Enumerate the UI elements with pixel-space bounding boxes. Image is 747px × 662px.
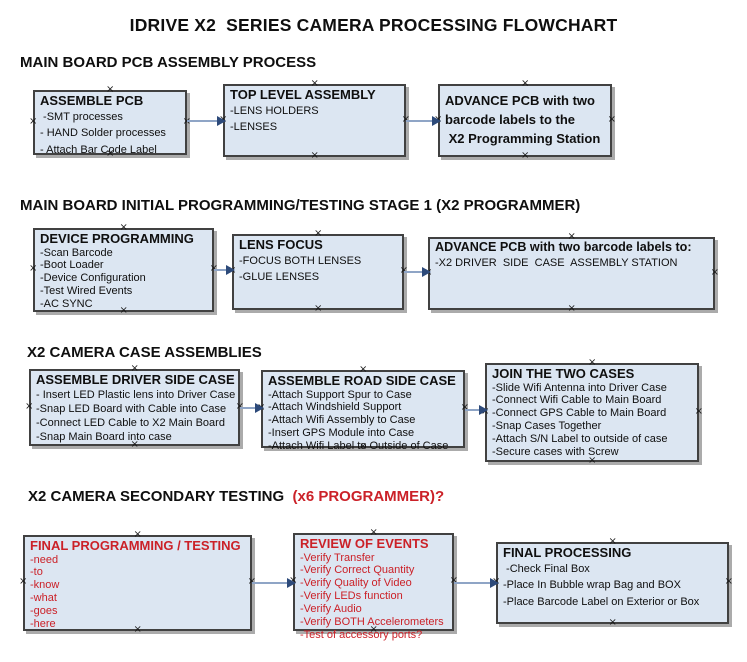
box-item: -Test Wired Events [40,285,133,298]
box-review-of-events: REVIEW OF EVENTS -Verify Transfer -Verif… [289,528,458,641]
box-item: -Check Final Box [503,562,590,575]
flow-arrow-icon [454,578,499,588]
box-item: -what [30,592,57,605]
flow-arrow-icon [214,265,235,275]
box-item: -LENSES [230,121,278,133]
box-item: -Insert GPS Module into Case [268,427,415,440]
box-item: -Snap Cases Together [492,420,602,433]
heading-black-part: X2 CAMERA SECONDARY TESTING [28,488,285,505]
box-lens-focus: LENS FOCUS -FOCUS BOTH LENSES -GLUE LENS… [228,229,408,314]
page-title: IDRIVE X2 SERIES CAMERA PROCESSING FLOWC… [129,15,618,35]
flow-arrow-icon [404,267,431,277]
box-item: -GLUE LENSES [239,271,320,283]
flow-arrow-icon [240,403,264,413]
connection-point-icon: × [694,405,703,417]
box-item: -Verify Quality of Video [300,577,412,590]
connection-point-icon: × [25,400,34,412]
connection-point-icon: × [310,150,319,161]
box-item: -here [30,618,56,631]
box-item: -Verify BOTH Accelerometers [300,616,444,629]
box-item: - Insert LED Plastic lens into Driver Ca… [36,388,236,401]
box-item: -Device Configuration [40,272,146,285]
box-item: -Connect GPS Cable to Main Board [492,407,667,420]
section-heading-secondary-testing: X2 CAMERA SECONDARY TESTING (x6 PROGRAMM… [28,488,444,505]
connection-point-icon: × [314,303,323,314]
flow-arrow-icon [252,578,296,588]
flow-arrow-icon [465,405,488,415]
box-title: ADVANCE PCB with two barcode labels to t… [445,93,601,146]
box-title: REVIEW OF EVENTS [300,536,429,551]
connection-point-icon: × [724,576,733,587]
box-item: -Attach Wifi Label to Outside of Case [268,440,449,453]
section-heading-initial-programming: MAIN BOARD INITIAL PROGRAMMING/TESTING S… [20,197,581,214]
box-item: -Verify Audio [300,603,362,616]
box-item: -goes [30,605,58,618]
box-top-level-assembly: TOP LEVEL ASSEMBLY -LENS HOLDERS -LENSES… [219,79,410,161]
box-advance-pcb-case-assembly: ADVANCE PCB with two barcode labels to: … [424,232,719,314]
box-item: -Place Barcode Label on Exterior or Box [503,595,700,608]
box-item: - HAND Solder processes [40,127,166,139]
box-item: -FOCUS BOTH LENSES [239,254,362,267]
box-item: -Snap LED Board with Cable into Case [36,402,227,415]
connection-point-icon: × [19,576,28,587]
box-final-processing: FINAL PROCESSING -Check Final Box -Place… [492,537,733,628]
box-item: -Snap Main Board into case [36,431,172,444]
box-item: -X2 DRIVER SIDE CASE ASSEMBLY STATION [435,256,678,269]
box-title: ASSEMBLE ROAD SIDE CASE [268,373,456,388]
box-join-the-two-cases: JOIN THE TWO CASES -Slide Wifi Antenna i… [481,358,703,466]
box-item: -Verify Correct Quantity [300,564,415,577]
box-item: -Attach Windshield Support [268,401,402,414]
connection-point-icon: × [29,115,38,127]
box-title: FINAL PROGRAMMING / TESTING [30,538,241,553]
box-advance-pcb-programming-station: ADVANCE PCB with two barcode labels to t… [434,79,616,161]
box-item: -Verify Transfer [300,551,375,564]
section-heading-pcb-assembly: MAIN BOARD PCB ASSEMBLY PROCESS [20,54,317,71]
box-item: -Attach Wifi Assembly to Case [268,414,416,427]
box-item: -Boot Loader [40,259,104,272]
connection-point-icon: × [608,617,617,628]
box-item: -Test of accessory ports? [300,628,423,641]
box-item: -to [30,566,43,579]
box-title: ADVANCE PCB with two barcode labels to: [435,240,692,254]
connection-point-icon: × [521,150,530,161]
box-item: -know [30,579,60,592]
box-item: -Secure cases with Screw [492,446,619,459]
box-item: -need [30,553,59,566]
box-item: - Attach Bar Code Label [40,143,157,156]
box-title: JOIN THE TWO CASES [492,366,635,381]
box-title: TOP LEVEL ASSEMBLY [230,87,376,102]
connection-point-icon: × [449,575,458,586]
box-final-programming-testing: FINAL PROGRAMMING / TESTING -need -to -k… [19,530,256,635]
box-assemble-road-side-case: ASSEMBLE ROAD SIDE CASE -Attach Support … [257,365,469,453]
connection-point-icon: × [710,266,719,278]
box-item: -SMT processes [40,110,123,123]
flow-arrow-icon [406,116,441,126]
box-item: -Verify LEDs function [300,590,403,603]
box-item: -Scan Barcode [40,246,113,259]
flow-arrow-icon [187,116,226,126]
heading-red-part: (x6 PROGRAMMER)? [284,488,445,505]
connection-point-icon: × [607,113,616,125]
box-device-programming: DEVICE PROGRAMMING -Scan Barcode -Boot L… [29,223,218,316]
box-assemble-driver-side-case: ASSEMBLE DRIVER SIDE CASE - Insert LED P… [25,364,244,450]
box-item: -Place In Bubble wrap Bag and BOX [503,579,681,591]
box-item: -Attach Support Spur to Case [268,388,412,401]
box-item: -LENS HOLDERS [230,104,319,117]
box-title: DEVICE PROGRAMMING [40,231,194,246]
connection-point-icon: × [460,402,469,413]
box-item: -AC SYNC [40,298,93,311]
box-item: -Connect Wifi Cable to Main Board [492,394,662,407]
connection-point-icon: × [567,303,576,314]
box-title: LENS FOCUS [239,237,323,252]
box-item: -Attach S/N Label to outside of case [492,433,668,446]
connection-point-icon: × [29,263,38,274]
box-title: ASSEMBLE PCB [40,93,144,108]
box-assemble-pcb: ASSEMBLE PCB -SMT processes - HAND Solde… [29,85,191,159]
section-heading-case-assemblies: X2 CAMERA CASE ASSEMBLIES [27,344,262,361]
box-item: -Slide Wifi Antenna into Driver Case [492,381,667,394]
box-item: -Connect LED Cable to X2 Main Board [36,416,225,429]
box-title: ASSEMBLE DRIVER SIDE CASE [36,372,235,387]
box-title: FINAL PROCESSING [503,545,632,560]
